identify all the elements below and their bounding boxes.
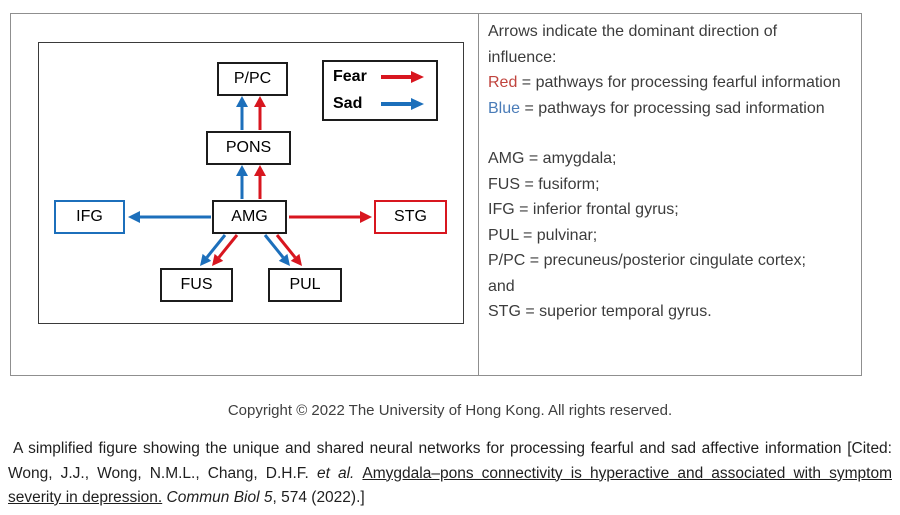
node-pons: PONS [206, 131, 291, 165]
citation-title-link[interactable]: Amygdala–pons connectivity is hyperactiv… [8, 464, 892, 507]
figure-frame: P/PC PONS AMG IFG STG FUS PUL Fear Sad [10, 13, 862, 376]
node-fus: FUS [160, 268, 233, 302]
abbr-ppc: P/PC = precuneus/posterior cingulate cor… [488, 252, 806, 269]
info-panel: Arrows indicate the dominant direction o… [478, 14, 861, 375]
sad-arrow-icon [381, 98, 424, 110]
legend-fear-label: Fear [333, 68, 367, 85]
diagram-panel: P/PC PONS AMG IFG STG FUS PUL Fear Sad [11, 14, 478, 375]
fear-arrow-icon [381, 71, 424, 83]
red-term: Red [488, 74, 518, 91]
abbr-stg: STG = superior temporal gyrus. [488, 303, 712, 320]
arrow-amg-to-stg-fear [289, 211, 372, 223]
node-stg: STG [374, 200, 447, 234]
abbr-ifg: IFG = inferior frontal gyrus; [488, 201, 679, 218]
caption-etal: et al. [316, 464, 363, 482]
node-pul: PUL [268, 268, 342, 302]
arrow-pons-to-ppc-fear [254, 96, 266, 130]
blue-pathway-note: Blue = pathways for processing sad infor… [488, 96, 845, 122]
abbr-pul: PUL = pulvinar; [488, 226, 598, 244]
arrows-direction-note: Arrows indicate the dominant direction o… [488, 23, 778, 66]
diagram-box: P/PC PONS AMG IFG STG FUS PUL Fear Sad [38, 42, 464, 324]
caption-tail: , 574 (2022).] [272, 489, 365, 506]
arrow-amg-to-pons-fear [254, 165, 266, 199]
node-ppc: P/PC [217, 62, 288, 96]
arrow-amg-to-ifg-sad [128, 211, 211, 223]
legend-sad-label: Sad [333, 95, 363, 112]
abbr-amg: AMG = amygdala; [488, 150, 617, 167]
caption-lead: A simplified figure showing the unique a… [8, 440, 892, 482]
legend-row-sad: Sad [333, 92, 427, 116]
diagram-arrows [128, 96, 372, 266]
blue-term: Blue [488, 99, 521, 117]
arrow-pons-to-ppc-sad [236, 96, 248, 130]
legend-row-fear: Fear [333, 65, 427, 89]
arrow-amg-to-pul-sad [263, 234, 290, 266]
legend-box: Fear Sad [322, 60, 438, 121]
caption-journal: Commun Biol [162, 489, 260, 506]
blue-desc: = pathways for processing sad informatio… [520, 99, 825, 117]
red-desc: = pathways for processing fearful inform… [517, 74, 841, 91]
copyright-line: Copyright © 2022 The University of Hong … [227, 402, 673, 419]
figure-caption: A simplified figure showing the unique a… [8, 437, 892, 511]
node-amg: AMG [212, 200, 287, 234]
red-pathway-note: Red = pathways for processing fearful in… [488, 70, 845, 96]
arrow-amg-to-pul-fear [275, 234, 302, 266]
arrow-amg-to-fus-sad [200, 234, 227, 266]
abbr-fus: FUS = fusiform; [488, 175, 600, 193]
node-ifg: IFG [54, 200, 125, 234]
abbr-and: and [488, 277, 515, 295]
abbreviation-list: AMG = amygdala; FUS = fusiform; IFG = in… [488, 146, 845, 325]
arrow-amg-to-fus-fear [212, 234, 239, 266]
caption-volume: 5 [259, 489, 273, 506]
arrow-amg-to-pons-sad [236, 165, 248, 199]
